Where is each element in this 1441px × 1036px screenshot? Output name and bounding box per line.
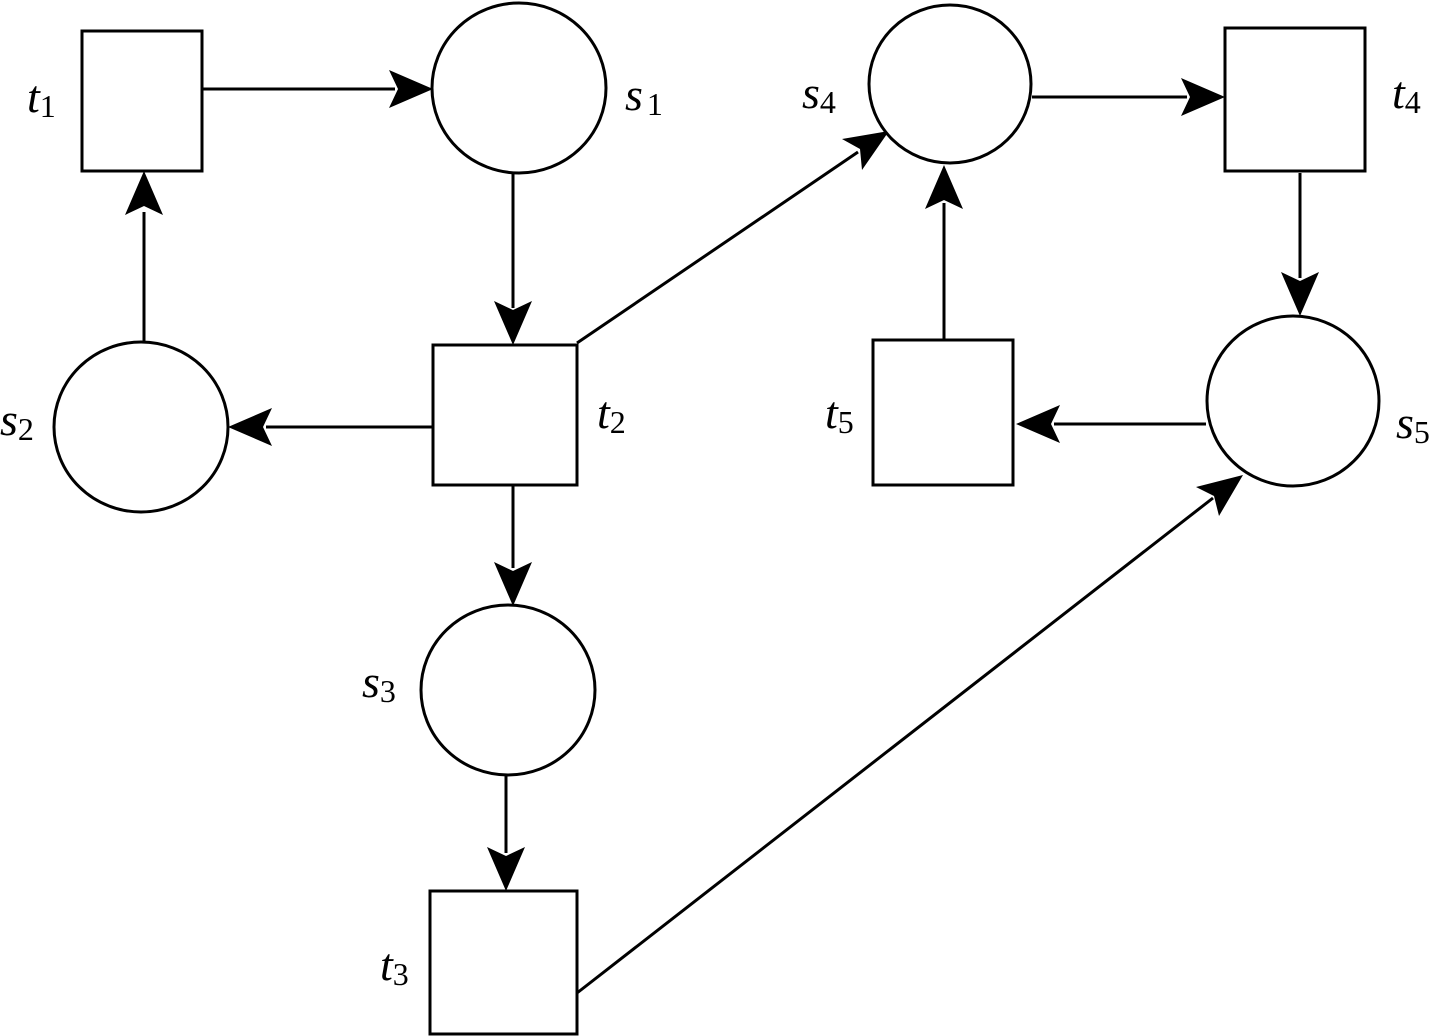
transition-t3 — [428, 889, 579, 1036]
arrowhead-s3-t3 — [487, 847, 525, 891]
label-s5: s5 — [1396, 397, 1430, 450]
arrowhead-t2-s3 — [494, 562, 532, 606]
arrowhead-t1-s1 — [389, 70, 433, 108]
label-s3: s3 — [362, 656, 396, 709]
label-t2: t2 — [597, 387, 626, 440]
label-s4: s4 — [802, 67, 836, 120]
label-t3: t3 — [380, 939, 409, 992]
arrowhead-t5-s4 — [925, 165, 963, 209]
places — [52, 1, 1381, 777]
arc-t3-s5 — [576, 496, 1214, 995]
transition-t2 — [431, 343, 579, 487]
arrowhead-s5-t5 — [1016, 405, 1060, 443]
arrowhead-s1-t2 — [494, 301, 532, 345]
place-s4 — [867, 3, 1033, 165]
place-s2 — [52, 340, 230, 514]
transitions — [80, 26, 1367, 1036]
label-t1: t1 — [27, 71, 56, 124]
transition-t5 — [871, 338, 1015, 487]
arrowhead-t2-s2 — [228, 408, 272, 446]
transition-t1 — [80, 29, 204, 173]
arrowheads — [125, 70, 1319, 891]
arrowhead-t2-s4 — [842, 131, 889, 170]
arrowhead-t3-s5 — [1196, 475, 1243, 516]
label-t5: t5 — [825, 387, 854, 440]
label-s2: s2 — [0, 394, 34, 447]
arrowhead-s4-t4 — [1181, 78, 1225, 116]
label-t4: t4 — [1392, 67, 1421, 120]
arrowhead-t4-s5 — [1281, 272, 1319, 316]
arrowhead-s2-t1 — [125, 171, 163, 215]
transition-t4 — [1223, 26, 1367, 173]
place-s5 — [1205, 314, 1381, 488]
place-s1 — [430, 1, 608, 175]
place-s3 — [419, 603, 597, 777]
arcs — [142, 87, 1302, 995]
arc-t2-s4 — [576, 150, 859, 345]
